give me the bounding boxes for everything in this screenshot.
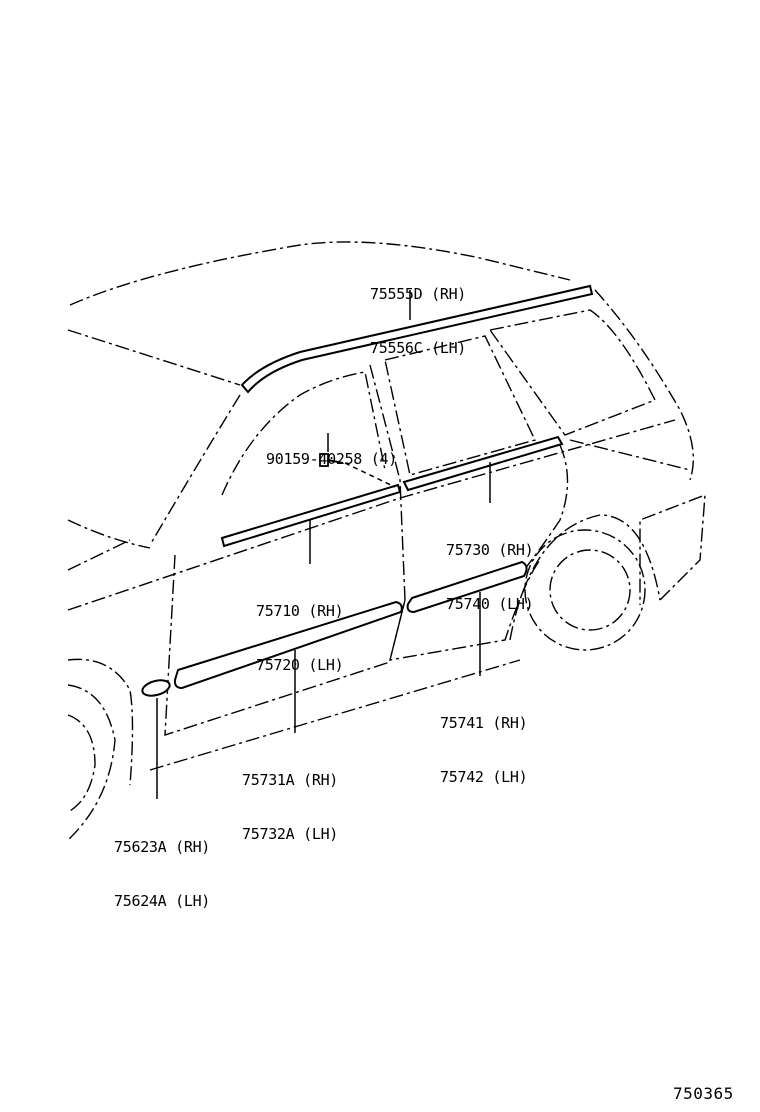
front-belt-molding-lh: 75720 (LH) [256,656,344,674]
fender-molding-lh: 75624A (LH) [114,892,211,910]
fender-molding-part [141,679,171,697]
front-belt-molding-rh: 75710 (RH) [256,602,344,620]
front-side-molding-rh: 75731A (RH) [242,771,339,789]
rear-side-molding-callout: 75741 (RH) 75742 (LH) [440,678,528,804]
rear-belt-molding-lh: 75740 (LH) [446,595,534,613]
figure-number: 750365 [673,1084,734,1103]
roof-outline [69,241,571,306]
front-wheel [67,684,116,841]
a-pillar [149,394,241,546]
rear-panel [569,439,691,471]
front-side-molding-lh: 75732A (LH) [242,825,339,843]
rocker [149,659,521,771]
front-belt-molding-part [220,483,402,548]
rear-bumper [639,493,706,605]
rear-belt-molding-part [402,435,564,492]
quarter-window [488,309,656,436]
front-wheel-arch [67,658,134,786]
screw-callout: 90159-40258 (4) [266,414,397,486]
body-side-rear [519,444,569,576]
rear-side-molding-rh: 75741 (RH) [440,714,528,732]
front-window [221,371,386,496]
rear-belt-molding-rh: 75730 (RH) [446,541,534,559]
front-side-molding-callout: 75731A (RH) 75732A (LH) [242,735,338,861]
screw-label: 90159-40258 (4) [266,450,397,468]
roof-molding-lh: 75556C (LH) [370,339,467,357]
front-belt-molding-callout: 75710 (RH) 75720 (LH) [256,566,344,692]
rear-door [389,559,541,661]
rear-window [384,335,536,476]
roof-molding-callout: 75555D (RH) 75556C (LH) [370,249,466,375]
hood-line [67,519,151,549]
hood-lower [67,539,131,571]
roof-molding-part [240,284,594,394]
front-side-molding-part [173,600,403,690]
roof-front-edge [67,329,241,386]
front-door [164,554,391,736]
rear-wheel [524,529,646,651]
beltline [67,419,676,611]
rear-side-molding-lh: 75742 (LH) [440,768,528,786]
rear-belt-molding-callout: 75730 (RH) 75740 (LH) [446,505,534,631]
roof-molding-rh: 75555D (RH) [370,285,467,303]
rear-side-molding-part [406,560,528,614]
fender-molding-rh: 75623A (RH) [114,838,211,856]
screw-icon [319,453,344,467]
fender-molding-callout: 75623A (RH) 75624A (LH) [114,802,210,928]
rear-wheel-inner [549,549,631,631]
leader-screw-dash [344,462,396,488]
front-wheel-inner [67,714,96,813]
roof-rear-pillar [594,289,695,481]
